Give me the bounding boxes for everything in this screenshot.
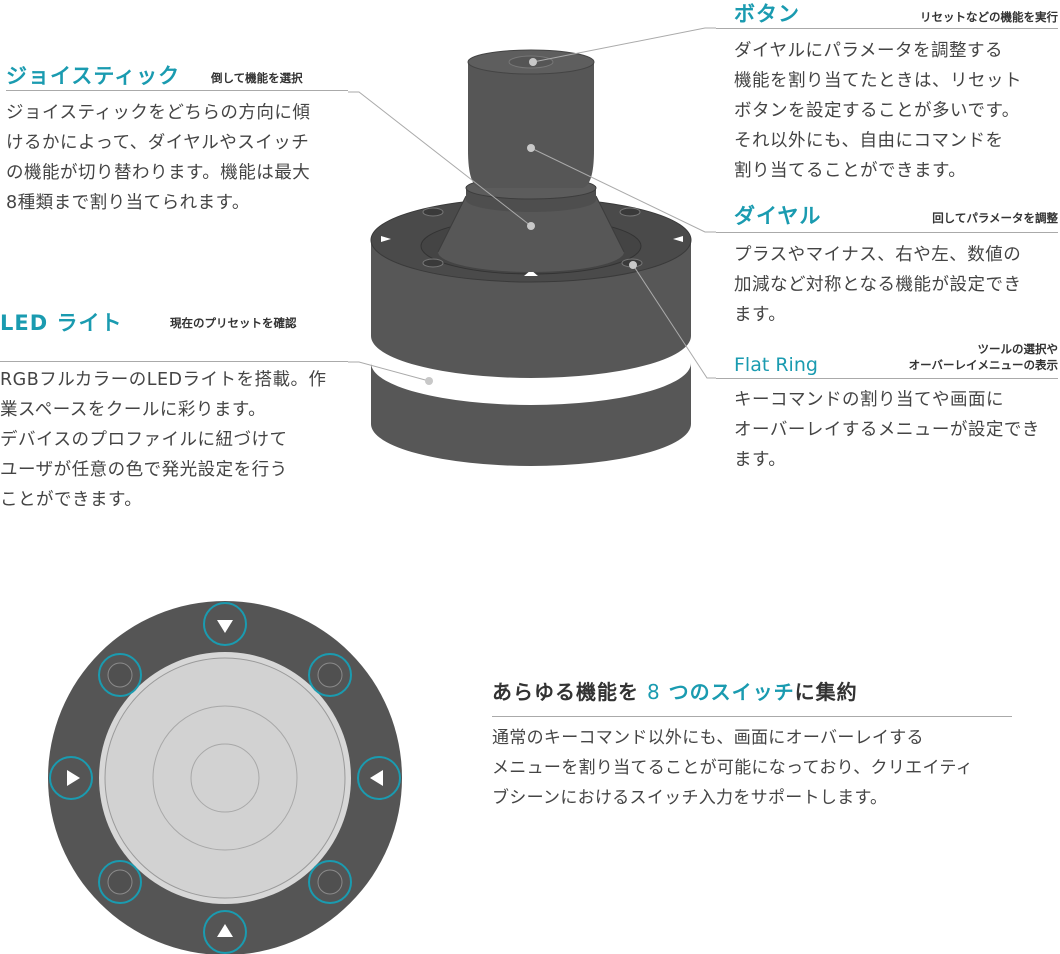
joystick-subtitle: 倒して機能を選択 bbox=[211, 71, 303, 85]
button-body: ダイヤルにパラメータを調整する 機能を割り当てたときは、リセット ボタンを設定す… bbox=[734, 41, 1022, 181]
led-rule bbox=[0, 361, 348, 362]
led-body: RGBフルカラーのLEDライトを搭載。作 業スペースをクールに彩ります。 デバイ… bbox=[0, 370, 327, 510]
flat-ring-title: Flat Ring bbox=[734, 354, 818, 376]
flat-ring-subtitle: ツールの選択や オーバーレイメニューの表示 bbox=[908, 342, 1058, 372]
dial-title: ダイヤル bbox=[734, 204, 822, 228]
led-ring-band bbox=[371, 336, 691, 405]
switch-hole bbox=[619, 207, 641, 217]
dial-rule bbox=[716, 232, 1058, 233]
switches-rule bbox=[492, 716, 1012, 717]
switches-title: あらゆる機能を 8 つのスイッチに集約 bbox=[492, 680, 858, 704]
joystick-title: ジョイスティック bbox=[6, 64, 181, 88]
flat-ring-section: Flat Ring ツールの選択や オーバーレイメニューの表示 キーコマンドの割… bbox=[716, 342, 1058, 475]
switch-hole bbox=[422, 258, 444, 268]
flat-ring-body: キーコマンドの割り当てや画面に オーバーレイするメニューが設定でき ます。 bbox=[734, 390, 1040, 470]
led-section: LED ライト 現在のプリセットを確認 RGBフルカラーのLEDライトを搭載。作… bbox=[0, 305, 348, 515]
arrow-marker bbox=[524, 270, 538, 276]
joystick-section: ジョイスティック 倒して機能を選択 ジョイスティックをどちらの方向に傾 けるかに… bbox=[6, 60, 348, 218]
led-title: LED ライト bbox=[0, 311, 123, 335]
arrow-marker bbox=[673, 236, 683, 242]
button-rule bbox=[716, 28, 1058, 29]
joystick-body: ジョイスティックをどちらの方向に傾 けるかによって、ダイヤルやスイッチ の機能が… bbox=[6, 103, 311, 213]
arrow-marker bbox=[381, 236, 391, 242]
dial-body: プラスやマイナス、右や左、数値の 加減など対称となる機能が設定でき ます。 bbox=[734, 245, 1022, 325]
top-view-diagram bbox=[48, 601, 402, 954]
button-section: ボタン リセットなどの機能を実行 ダイヤルにパラメータを調整する 機能を割り当て… bbox=[716, 0, 1058, 186]
button-title: ボタン bbox=[734, 2, 800, 26]
flat-ring-rule bbox=[716, 378, 1058, 379]
joystick-rule bbox=[6, 90, 348, 91]
dial-subtitle: 回してパラメータを調整 bbox=[932, 211, 1058, 225]
button-subtitle: リセットなどの機能を実行 bbox=[920, 10, 1058, 24]
switch-hole bbox=[422, 207, 444, 217]
dial-section: ダイヤル 回してパラメータを調整 プラスやマイナス、右や左、数値の 加減など対称… bbox=[716, 200, 1058, 330]
switches-section: あらゆる機能を 8 つのスイッチに集約 通常のキーコマンド以外にも、画面にオーバ… bbox=[492, 676, 1012, 813]
led-subtitle: 現在のプリセットを確認 bbox=[170, 316, 297, 330]
switches-body: 通常のキーコマンド以外にも、画面にオーバーレイする メニューを割り当てることが可… bbox=[492, 728, 973, 808]
